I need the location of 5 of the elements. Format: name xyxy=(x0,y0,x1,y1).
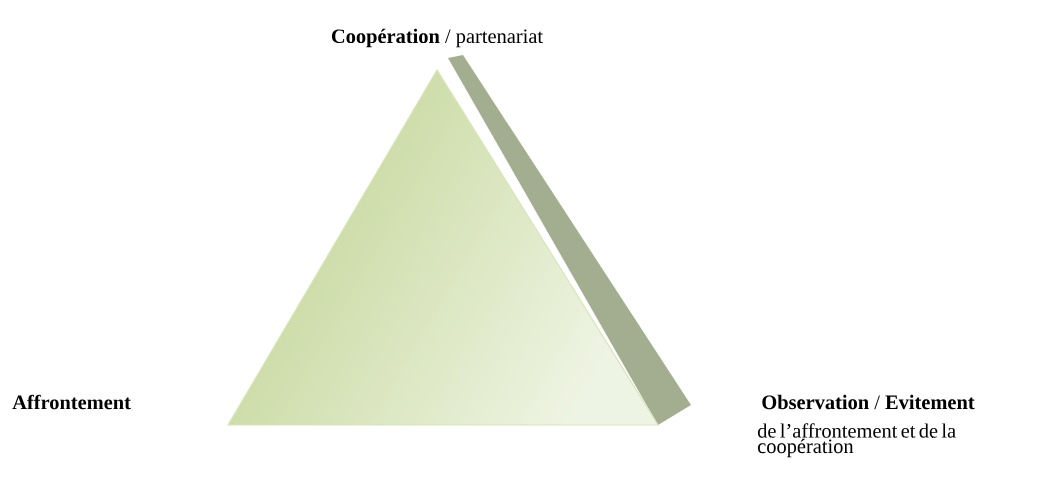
label-text: Observation / Evitement xyxy=(762,394,975,410)
triangle xyxy=(226,55,691,426)
label-text: Affrontement xyxy=(12,394,131,410)
label-text: de l’affrontement et de la coopération xyxy=(757,423,956,458)
label-text: Coopération / partenariat xyxy=(331,28,543,48)
